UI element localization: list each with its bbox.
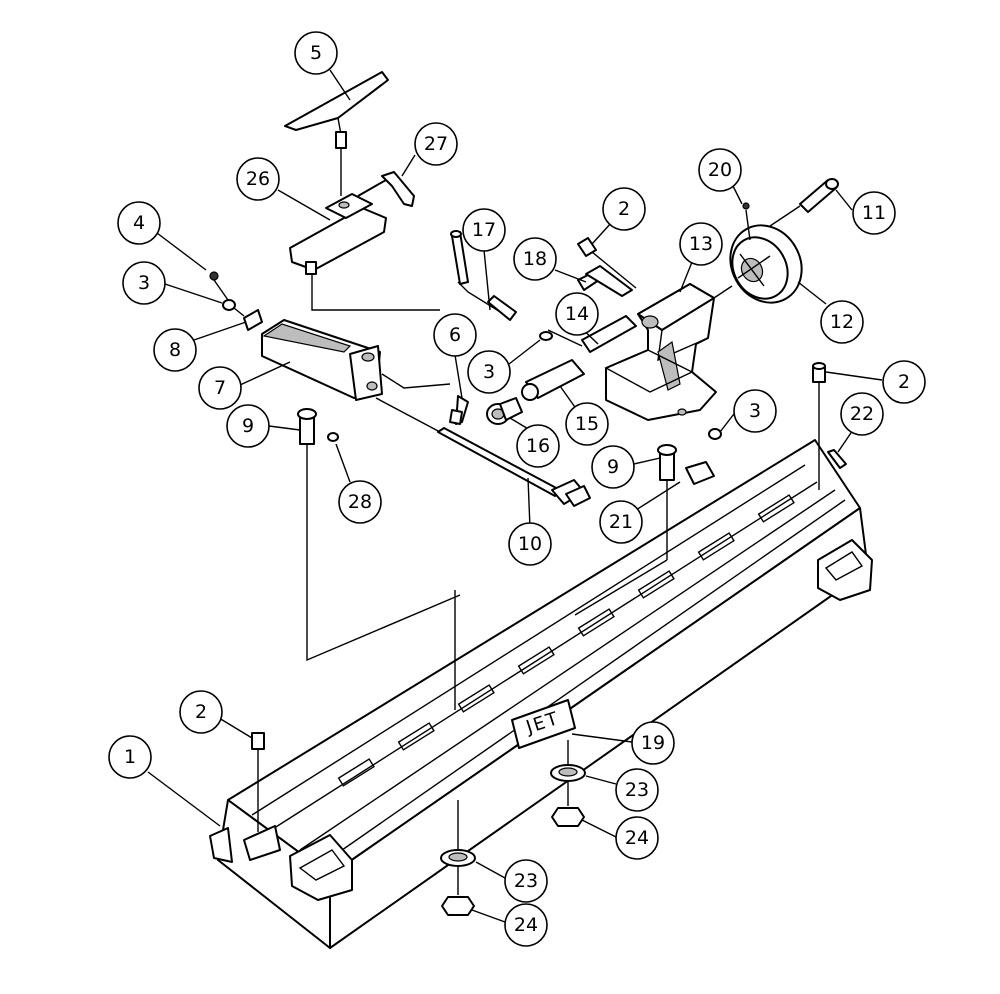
callout-label: 9 [607, 456, 619, 478]
tailstock-body [604, 283, 733, 421]
callout-24-right: 24 [615, 816, 659, 860]
banjo-clamp-bolt [297, 408, 461, 662]
callout-3-mid: 3 [467, 350, 511, 394]
tailstock-set-screw [577, 237, 637, 289]
callout-label: 23 [514, 870, 538, 892]
callout-label: 20 [708, 159, 732, 181]
callout-label: 15 [575, 413, 599, 435]
callout-18: 18 [513, 237, 557, 281]
banjo-clamp-plate [209, 271, 263, 331]
callout-label: 18 [523, 248, 547, 270]
callout-23-right: 23 [615, 768, 659, 812]
callout-label: 12 [830, 311, 854, 333]
callout-21: 21 [599, 500, 643, 544]
callout-label: 4 [133, 212, 145, 234]
callout-label: 28 [348, 491, 372, 513]
callout-label: 22 [850, 403, 874, 425]
banjo [261, 319, 383, 401]
callout-5: 5 [294, 31, 338, 75]
callout-label: 3 [749, 400, 761, 422]
tailstock-handwheel-screw [450, 230, 517, 321]
callout-label: 13 [689, 233, 713, 255]
handwheel [729, 202, 803, 304]
callout-label: 2 [898, 371, 910, 393]
callout-label: 10 [518, 533, 542, 555]
callout-1: 1 [108, 735, 152, 779]
callout-23-left: 23 [504, 859, 548, 903]
callout-16: 16 [516, 424, 560, 468]
tool-rest [284, 71, 389, 196]
callout-label: 6 [449, 324, 461, 346]
live-center [521, 359, 585, 401]
callout-2-bottom: 2 [179, 690, 223, 734]
callout-label: 24 [514, 914, 538, 936]
lathe-bed [209, 439, 873, 949]
bolt-right [574, 444, 715, 616]
callout-label: 26 [246, 168, 270, 190]
callout-28: 28 [338, 480, 382, 524]
callout-label: 2 [195, 701, 207, 723]
tool-rest-base [289, 193, 440, 311]
callout-label: 14 [565, 303, 589, 325]
callout-label: 5 [310, 42, 322, 64]
tailstock-quill [539, 315, 637, 353]
callout-9-left: 9 [226, 404, 270, 448]
tool-rest-lock-handle [357, 171, 415, 207]
callout-label: 8 [169, 339, 181, 361]
callout-8: 8 [153, 328, 197, 372]
callout-3-right: 3 [733, 389, 777, 433]
callout-9-right: 9 [591, 445, 635, 489]
callout-4: 4 [117, 201, 161, 245]
lock-rod [375, 397, 591, 507]
callout-12: 12 [820, 300, 864, 344]
callout-label: 3 [483, 361, 495, 383]
callout-label: 11 [862, 202, 886, 224]
callout-2-tailstock: 2 [602, 187, 646, 231]
callout-label: 21 [609, 511, 633, 533]
cam-lever [381, 373, 469, 425]
callout-label: 2 [618, 198, 630, 220]
callout-15: 15 [565, 402, 609, 446]
tailstock-washer [708, 428, 722, 440]
callout-3-left: 3 [122, 261, 166, 305]
callout-14: 14 [555, 292, 599, 336]
jet-brand-plate: JET [511, 699, 576, 749]
set-screw-bottom-left [251, 732, 265, 832]
callout-26: 26 [236, 157, 280, 201]
callout-label: 1 [124, 746, 136, 768]
callout-7: 7 [198, 366, 242, 410]
callout-17: 17 [462, 208, 506, 252]
foot-assembly-left [440, 800, 476, 916]
callout-label: 3 [138, 272, 150, 294]
set-screw-right [812, 362, 826, 490]
callout-19: 19 [631, 721, 675, 765]
callout-label: 17 [472, 219, 496, 241]
foot-assembly-right [550, 740, 586, 827]
callout-11: 11 [852, 191, 896, 235]
callout-2-right: 2 [882, 360, 926, 404]
callout-label: 27 [424, 133, 448, 155]
pin-right [827, 449, 847, 469]
callout-label: 19 [641, 732, 665, 754]
leader-lines [147, 69, 883, 923]
callout-label: 9 [242, 415, 254, 437]
tailstock-knob [486, 397, 523, 425]
callout-24-left: 24 [504, 903, 548, 947]
callout-27: 27 [414, 122, 458, 166]
callout-label: 23 [625, 779, 649, 801]
callout-label: 24 [625, 827, 649, 849]
callout-10: 10 [508, 522, 552, 566]
callout-22: 22 [840, 392, 884, 436]
callout-label: 7 [214, 377, 226, 399]
callout-13: 13 [679, 222, 723, 266]
callout-label: 16 [526, 435, 550, 457]
callout-6: 6 [433, 313, 477, 357]
tailstock-lock-lever [577, 265, 633, 297]
callout-20: 20 [698, 148, 742, 192]
handwheel-handle [769, 178, 839, 227]
